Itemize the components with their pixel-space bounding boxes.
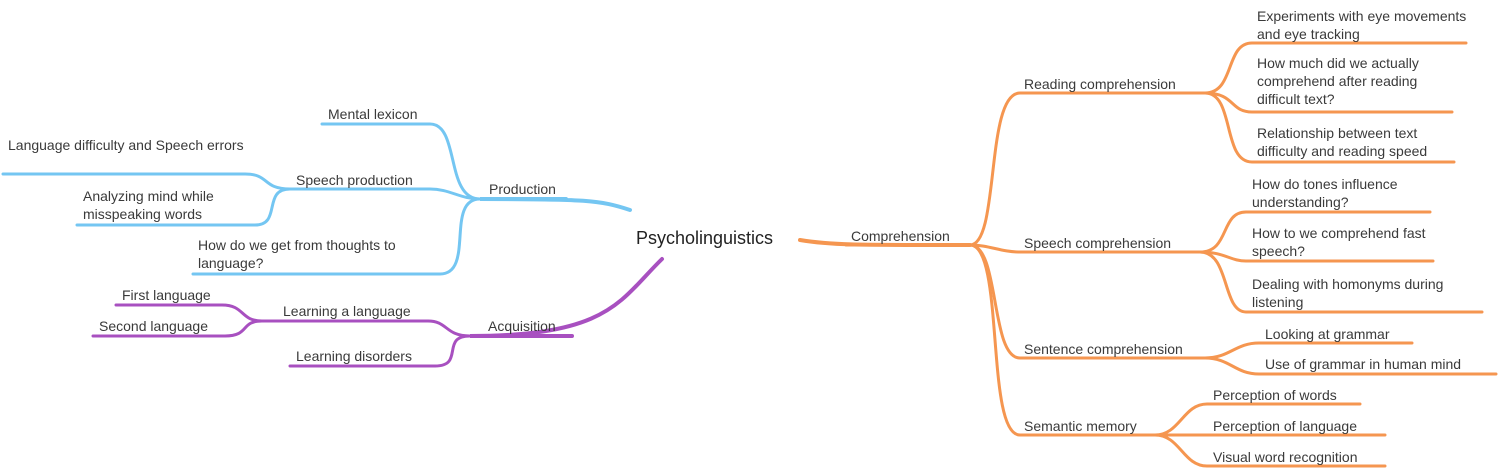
link-central-production xyxy=(479,197,632,212)
node-sentence-comprehension[interactable]: Sentence comprehension xyxy=(1024,341,1183,357)
link-acquisition-disorders xyxy=(288,334,472,368)
node-thoughts-to-language[interactable]: How do we get from thoughts to language? xyxy=(198,237,396,271)
node-language-difficulty[interactable]: Language difficulty and Speech errors xyxy=(8,137,244,153)
node-looking-at-grammar[interactable]: Looking at grammar xyxy=(1265,326,1390,342)
node-tones[interactable]: How do tones influence understanding? xyxy=(1252,176,1398,210)
link-learning-second xyxy=(91,319,264,338)
node-perception-of-language[interactable]: Perception of language xyxy=(1213,418,1357,434)
node-visual-word-recognition[interactable]: Visual word recognition xyxy=(1213,449,1358,465)
link-comp-semantic xyxy=(968,243,1157,437)
link-acquisition-learning-language xyxy=(260,319,472,338)
link-sentence-use xyxy=(1203,356,1498,376)
node-reading-comprehension[interactable]: Reading comprehension xyxy=(1024,76,1176,92)
link-speech-analyzing xyxy=(75,187,292,227)
node-homonyms[interactable]: Dealing with homonyms during listening xyxy=(1252,276,1444,310)
node-text-difficulty-speed[interactable]: Relationship between text difficulty and… xyxy=(1257,125,1428,159)
node-production[interactable]: Production xyxy=(489,181,556,197)
node-semantic-memory[interactable]: Semantic memory xyxy=(1024,418,1137,434)
node-learning-a-language[interactable]: Learning a language xyxy=(283,303,411,319)
link-production-mental-lexicon xyxy=(320,122,482,201)
node-acquisition[interactable]: Acquisition xyxy=(488,318,556,334)
node-fast-speech[interactable]: How to we comprehend fast speech? xyxy=(1252,225,1426,259)
node-how-much-comprehend[interactable]: How much did we actually comprehend afte… xyxy=(1257,55,1419,107)
node-learning-disorders[interactable]: Learning disorders xyxy=(296,348,412,364)
node-comprehension[interactable]: Comprehension xyxy=(851,228,950,244)
node-first-language[interactable]: First language xyxy=(122,287,211,303)
link-reading-relationship xyxy=(1203,91,1456,164)
node-mental-lexicon[interactable]: Mental lexicon xyxy=(328,106,418,122)
link-speech-homonyms xyxy=(1198,250,1484,314)
link-reading-howmuch xyxy=(1203,91,1454,114)
node-perception-of-words[interactable]: Perception of words xyxy=(1213,387,1337,403)
link-comp-reading xyxy=(968,91,1207,247)
link-speech-difficulty xyxy=(1,172,292,191)
node-use-of-grammar[interactable]: Use of grammar in human mind xyxy=(1265,356,1462,372)
node-analyzing-mind[interactable]: Analyzing mind while misspeaking words xyxy=(83,188,214,222)
node-eye-tracking[interactable]: Experiments with eye movements and eye t… xyxy=(1257,8,1467,42)
link-production-thoughts xyxy=(191,197,482,276)
node-speech-production[interactable]: Speech production xyxy=(296,172,413,188)
node-speech-comprehension[interactable]: Speech comprehension xyxy=(1024,235,1172,251)
central-topic[interactable]: Psycholinguistics xyxy=(636,228,774,248)
link-semantic-visual xyxy=(1153,433,1387,468)
node-second-language[interactable]: Second language xyxy=(99,318,208,334)
link-reading-eye xyxy=(1203,41,1468,95)
link-production-speech-production xyxy=(288,187,482,201)
link-speech-tones xyxy=(1198,210,1432,254)
